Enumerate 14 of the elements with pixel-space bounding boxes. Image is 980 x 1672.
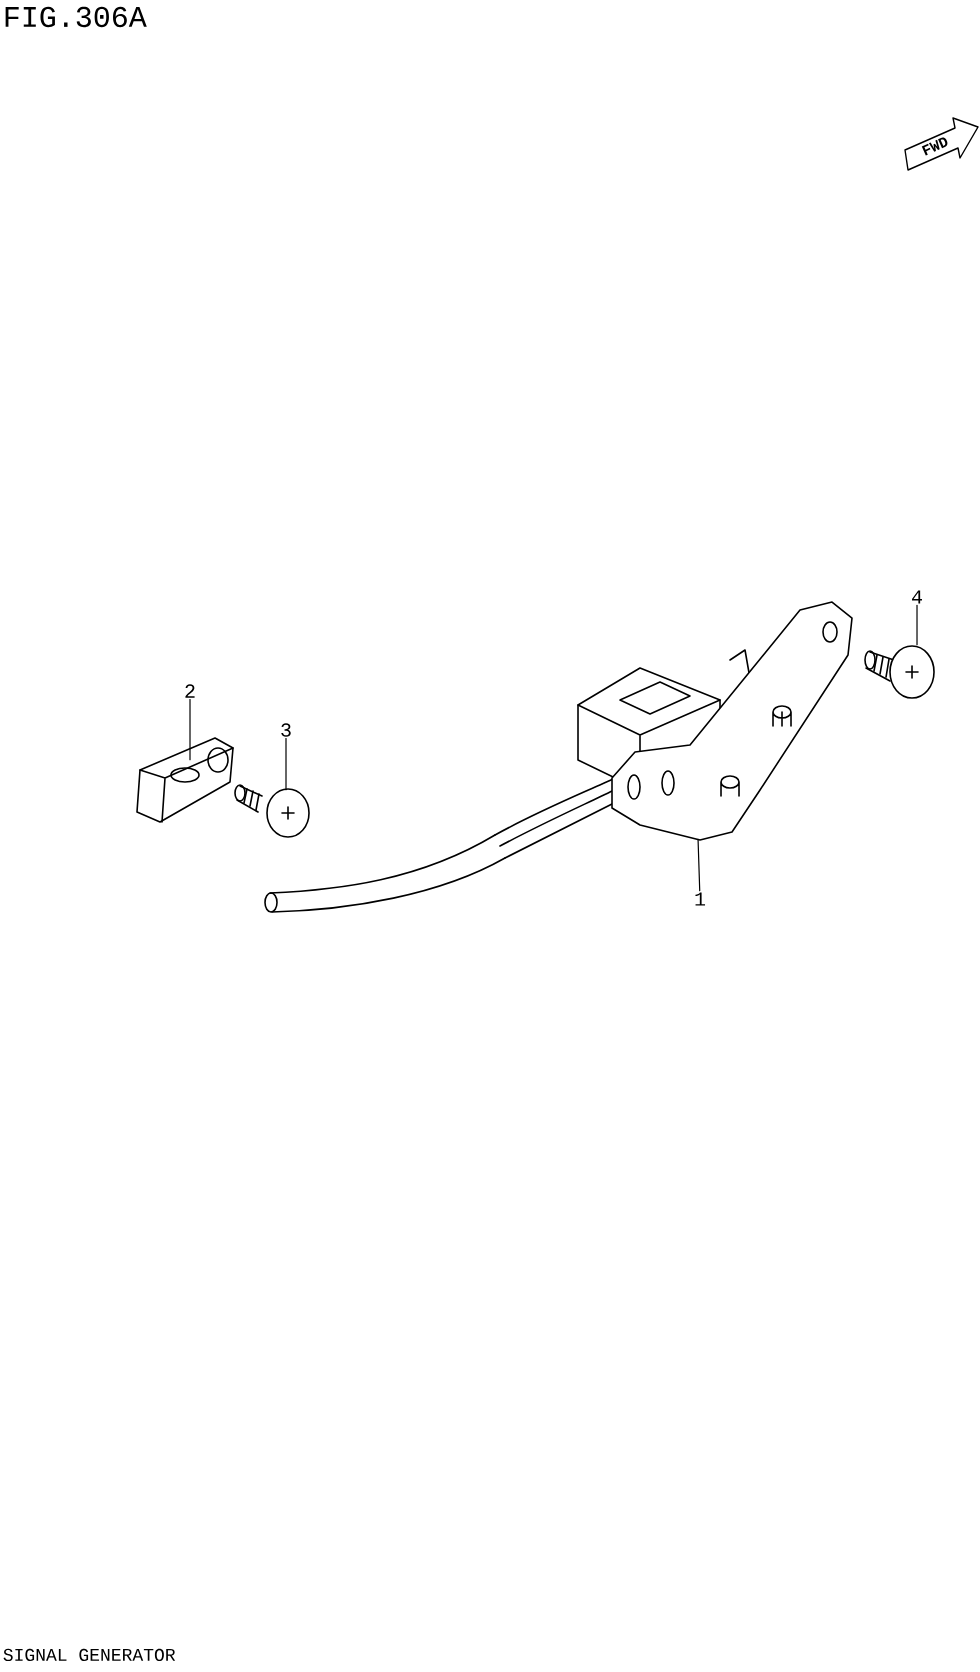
- signal-generator-drawing: [577, 601, 853, 841]
- caption: SIGNAL GENERATOR: [3, 1648, 176, 1662]
- leader-line: [189, 698, 191, 761]
- screw-drawing: [864, 645, 935, 699]
- screw-drawing: [234, 784, 310, 838]
- callout-number: 2: [185, 684, 195, 698]
- callout-number: 1: [695, 892, 706, 906]
- callout-number: 3: [281, 723, 291, 737]
- callout-number: 4: [912, 590, 922, 604]
- clip-drawing: [136, 737, 234, 823]
- leader-line: [916, 604, 918, 646]
- figure-title: FIG.306A: [5, 6, 147, 28]
- leader-line: [697, 838, 701, 892]
- leader-line: [285, 738, 287, 791]
